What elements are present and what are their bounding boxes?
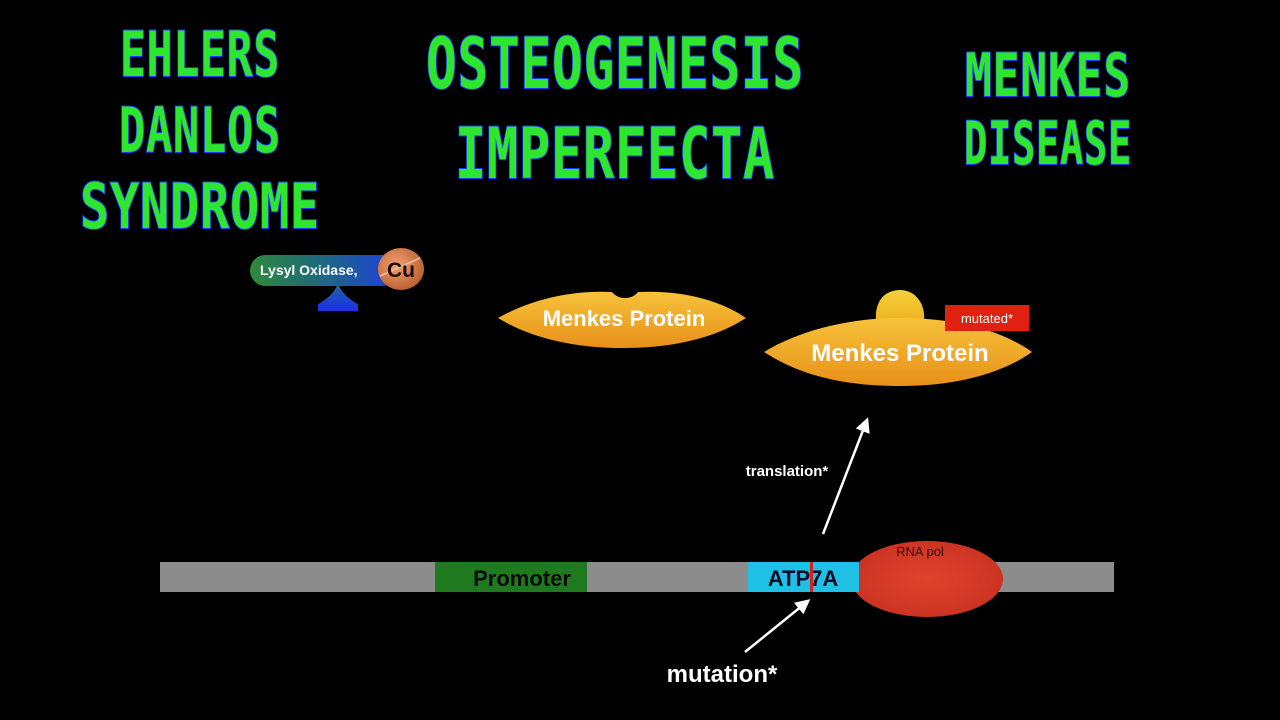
- translation-arrow: [821, 417, 870, 535]
- menkes-protein-normal-shape: [498, 291, 746, 348]
- title-menkes-line-1: MENKES: [965, 41, 1131, 111]
- title-osteogenesis-imperfecta: OSTEOGENESIS IMPERFECTA: [425, 22, 804, 196]
- mutation-label: mutation*: [667, 661, 778, 688]
- mutation-mark: [810, 562, 813, 592]
- lysyl-oxidase-body: [250, 255, 398, 286]
- translation-label: translation*: [746, 463, 829, 480]
- translation-annotation: translation*: [746, 417, 870, 535]
- title-osteogenesis-line-1: OSTEOGENESIS: [426, 23, 804, 105]
- title-ehlers-danlos: EHLERS DANLOS SYNDROME: [79, 17, 320, 244]
- menkes-protein-normal-label: Menkes Protein: [543, 306, 706, 331]
- title-osteogenesis-line-2: IMPERFECTA: [455, 113, 775, 195]
- mutation-annotation: mutation*: [667, 599, 811, 688]
- title-menkes-disease: MENKES DISEASE: [963, 40, 1132, 180]
- copper-label: Cu: [387, 259, 415, 282]
- title-menkes-line-2: DISEASE: [964, 109, 1132, 179]
- menkes-protein-mutated-shape: [764, 318, 1032, 386]
- title-ehlers-line-1: EHLERS: [120, 18, 280, 91]
- rna-polymerase: RNA pol: [851, 541, 1003, 617]
- copper-ion: [378, 248, 424, 290]
- atp7a-gene: ATP7A: [748, 562, 859, 592]
- copper-binding-bump: [875, 290, 925, 322]
- lysyl-oxidase-label: Lysyl Oxidase,: [260, 262, 358, 278]
- menkes-protein-mutated-label: Menkes Protein: [811, 340, 988, 367]
- atp7a-gene-region: [748, 562, 859, 592]
- promoter-region: [435, 562, 587, 592]
- lysyl-oxidase-stem: [318, 282, 358, 311]
- mutated-badge: [945, 305, 1029, 331]
- mutation-arrow: [744, 599, 811, 653]
- rna-pol-shape: [851, 541, 1003, 617]
- mutated-badge-label: mutated*: [961, 311, 1013, 326]
- rna-pol-label: RNA pol: [896, 544, 944, 559]
- atp7a-gene-label: ATP7A: [768, 566, 839, 591]
- title-ehlers-line-3: SYNDROME: [80, 170, 320, 243]
- promoter-label: Promoter: [473, 566, 571, 591]
- lysyl-oxidase: Lysyl Oxidase, Cu: [250, 248, 424, 311]
- menkes-protein-normal: Menkes Protein: [498, 291, 746, 348]
- copper-highlight: [379, 257, 421, 277]
- title-ehlers-line-2: DANLOS: [119, 94, 281, 167]
- menkes-protein-mutated: Menkes Protein mutated*: [764, 290, 1032, 386]
